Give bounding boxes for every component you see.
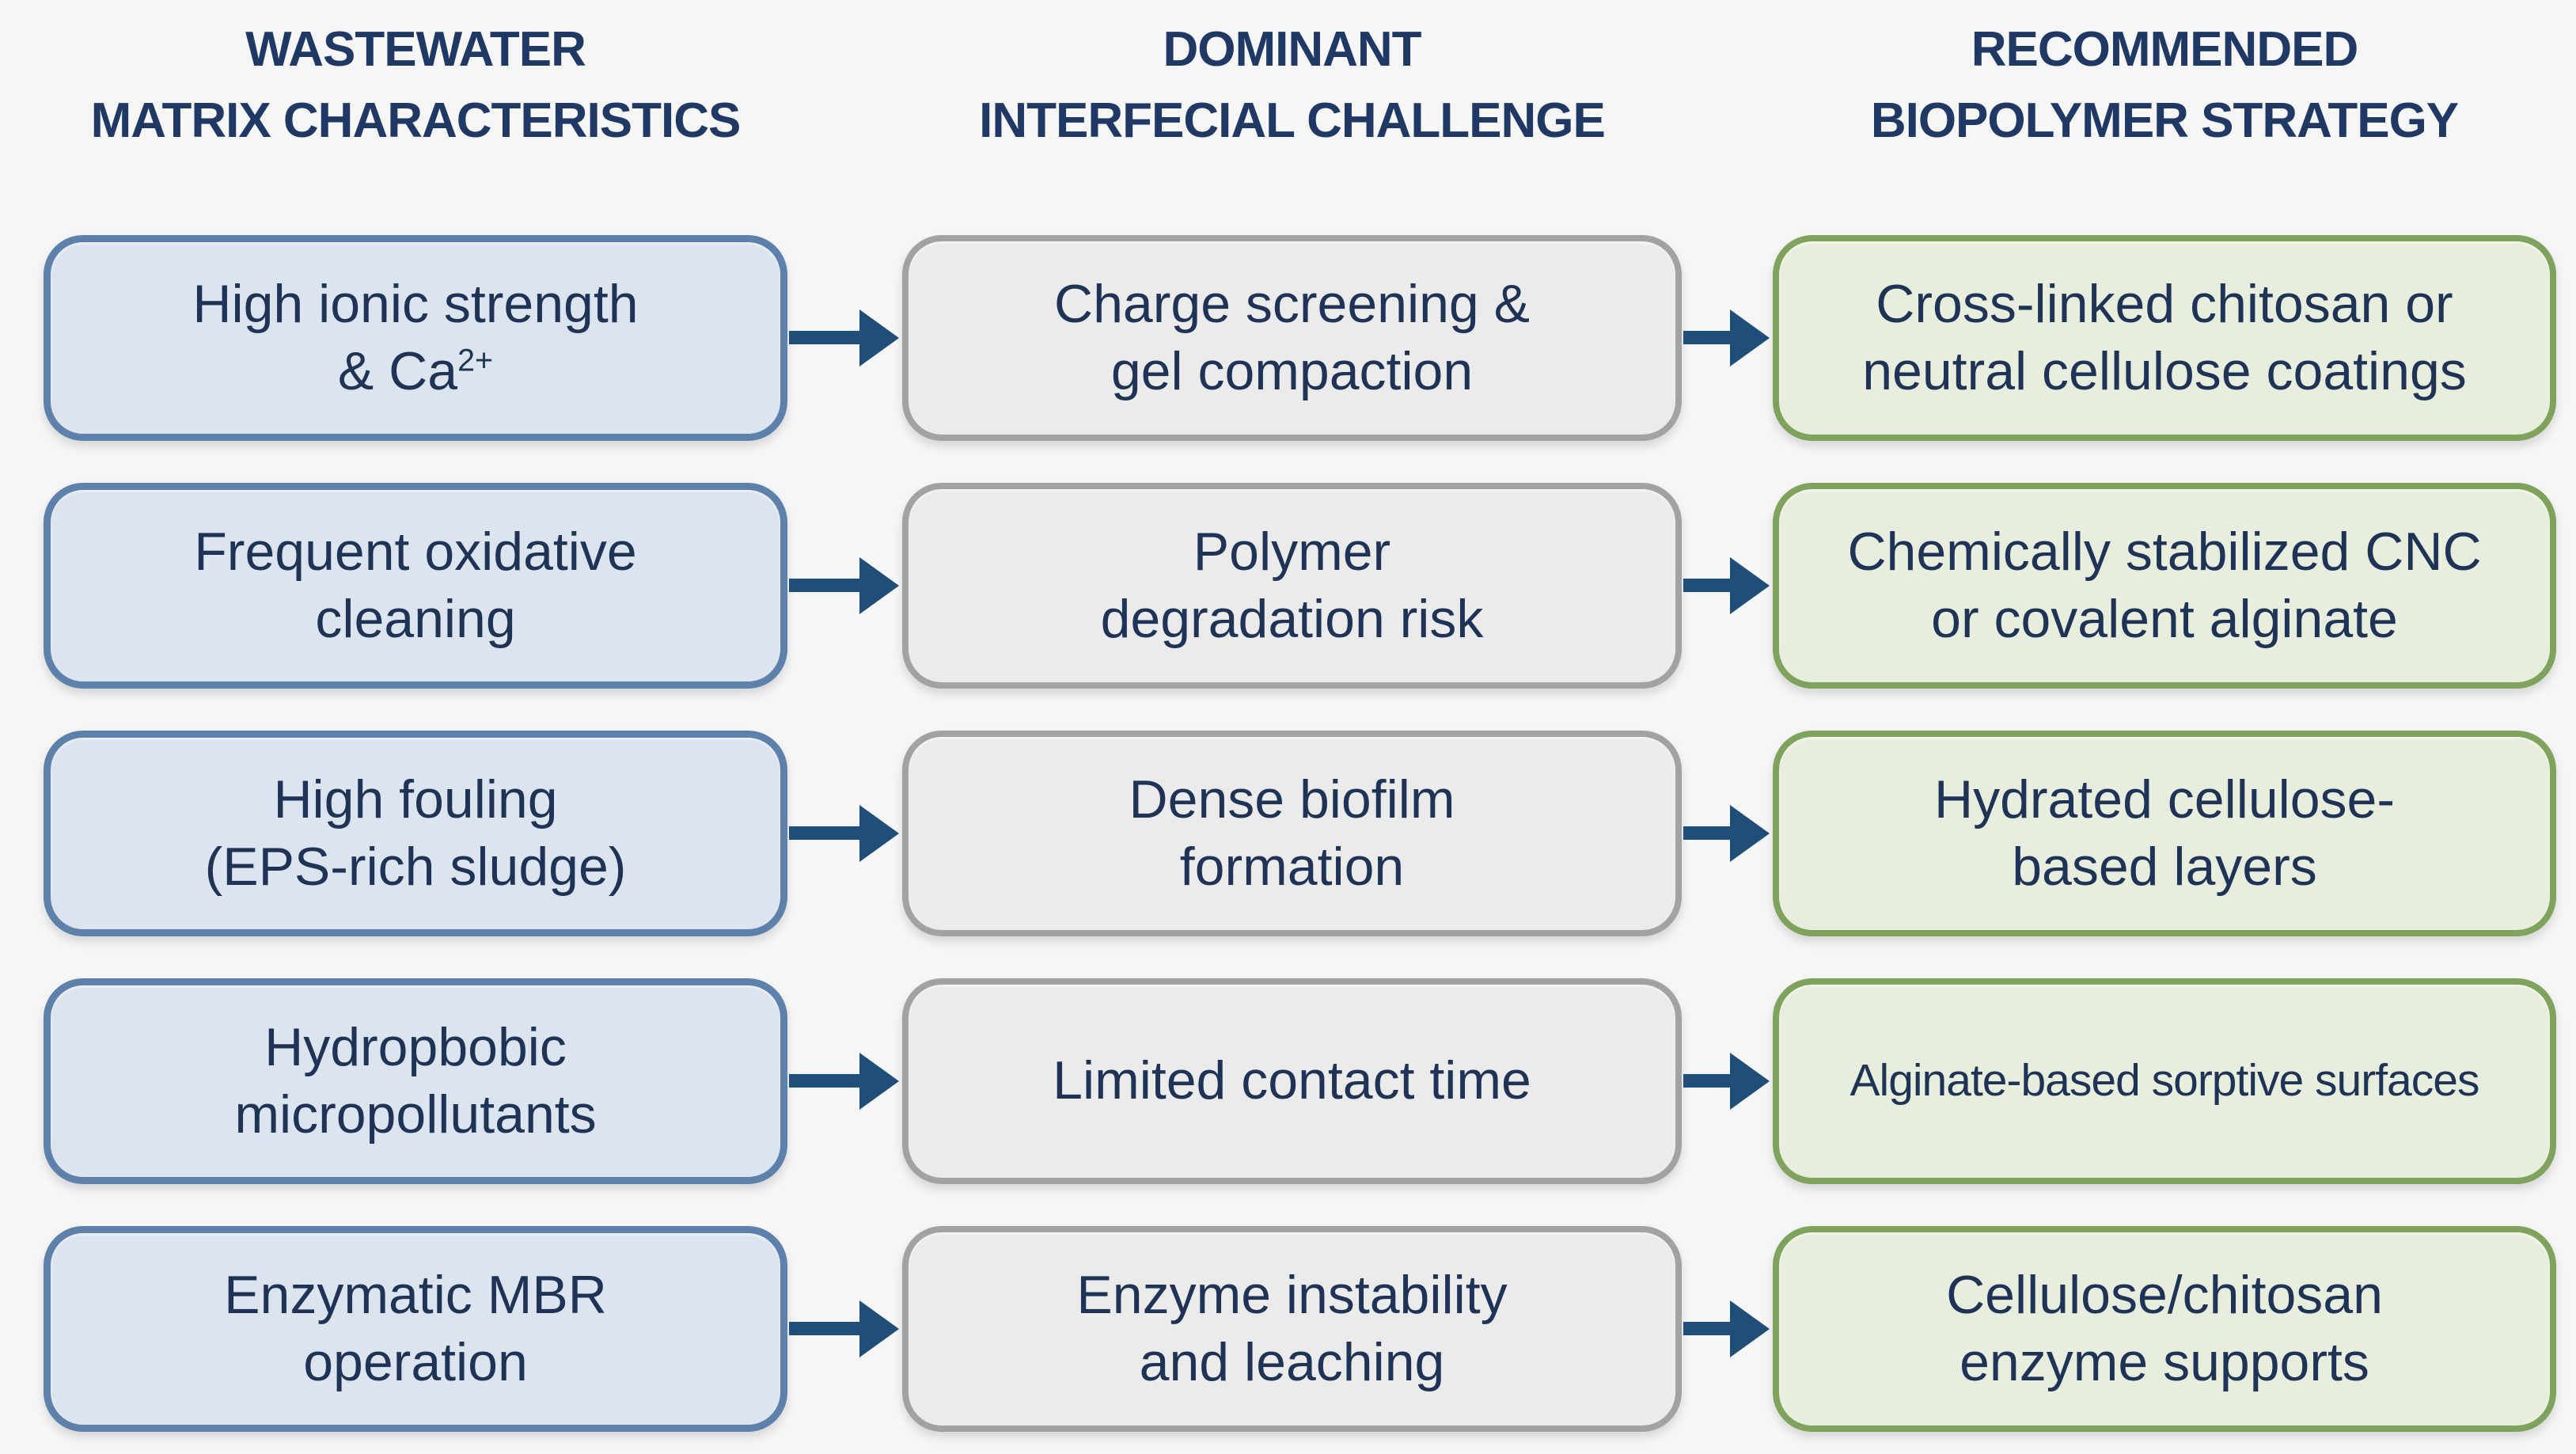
arrow-shaft: [789, 1322, 859, 1335]
box-line: Charge screening &: [1053, 273, 1530, 334]
arrow-shaft: [789, 1074, 859, 1088]
strategy-box-5: Cellulose/chitosan enzyme supports: [1773, 1225, 2556, 1432]
superscript-text: 2+: [457, 342, 494, 378]
box-line: High ionic strength: [192, 273, 639, 334]
arrow-shaft: [1683, 1074, 1730, 1088]
column-header-wastewater-matrix: WASTEWATER MATRIX CHARACTERISTICS: [44, 14, 787, 157]
characteristic-box-5: Enzymatic MBR operation: [44, 1225, 787, 1432]
arrow-shaft: [789, 579, 859, 592]
arrow-head: [859, 309, 899, 366]
box-line: Enzyme instability: [1076, 1264, 1508, 1325]
strategy-box-2: Chemically stabilized CNC or covalent al…: [1773, 482, 2556, 689]
characteristic-box-1: High ionic strength & Ca2+: [44, 234, 787, 441]
arrow-head: [1730, 1300, 1770, 1357]
strategy-box-4: Alginate-based sorptive surfaces: [1773, 978, 2556, 1184]
arrow-shaft: [789, 826, 859, 840]
arrow-right-icon: [787, 1052, 902, 1110]
box-line: Polymer: [1193, 521, 1391, 582]
challenge-box-5: Enzyme instability and leaching: [902, 1225, 1682, 1432]
arrow-shaft: [789, 331, 859, 344]
arrow-head: [1730, 804, 1770, 862]
box-line: Alginate-based sorptive surfaces: [1849, 1054, 2480, 1106]
box-line: Chemically stabilized CNC: [1847, 521, 2482, 582]
arrow-shaft: [1683, 579, 1730, 592]
challenge-box-1: Charge screening & gel compaction: [902, 234, 1682, 441]
arrow-right-icon: [1682, 1300, 1773, 1357]
box-line: formation: [1179, 836, 1405, 897]
arrow-shaft: [1683, 826, 1730, 840]
box-line-text: & Ca: [337, 340, 458, 401]
arrow-right-icon: [787, 1300, 902, 1357]
header-row: WASTEWATER MATRIX CHARACTERISTICS DOMINA…: [44, 0, 2556, 214]
characteristic-box-2: Frequent oxidative cleaning: [44, 482, 787, 689]
arrow-head: [859, 804, 899, 862]
box-line: based layers: [2012, 836, 2317, 897]
arrow-right-icon: [787, 309, 902, 366]
box-line: Cross-linked chitosan or: [1876, 273, 2453, 334]
box-line: Hydropbobic: [264, 1016, 567, 1077]
diagram-row-2: Frequent oxidative cleaning Polymer degr…: [44, 461, 2556, 709]
challenge-box-3: Dense biofilm formation: [902, 730, 1682, 936]
diagram-row-3: High fouling (EPS-rich sludge) Dense bio…: [44, 709, 2556, 957]
strategy-box-1: Cross-linked chitosan or neutral cellulo…: [1773, 234, 2556, 441]
arrow-right-icon: [787, 556, 902, 614]
characteristic-box-3: High fouling (EPS-rich sludge): [44, 730, 787, 936]
diagram-row-4: Hydropbobic micropollutants Limited cont…: [44, 957, 2556, 1205]
arrow-right-icon: [1682, 556, 1773, 614]
characteristic-box-4: Hydropbobic micropollutants: [44, 978, 787, 1184]
column-header-dominant-challenge: DOMINANT INTERFECIAL CHALLENGE: [902, 14, 1682, 157]
arrow-right-icon: [1682, 804, 1773, 862]
arrow-head: [859, 556, 899, 614]
box-line: micropollutants: [234, 1084, 597, 1145]
box-line: Cellulose/chitosan: [1946, 1264, 2383, 1325]
box-line: operation: [303, 1331, 528, 1392]
box-line: Hydrated cellulose-: [1933, 769, 2396, 830]
box-line: or covalent alginate: [1931, 588, 2398, 649]
arrow-right-icon: [1682, 309, 1773, 366]
box-line: Enzymatic MBR: [224, 1264, 607, 1325]
box-line: gel compaction: [1110, 340, 1474, 401]
arrow-head: [1730, 556, 1770, 614]
box-line: cleaning: [315, 588, 516, 649]
challenge-box-2: Polymer degradation risk: [902, 482, 1682, 689]
header-line: DOMINANT: [1163, 22, 1421, 77]
box-line: & Ca2+: [338, 338, 493, 405]
arrow-shaft: [1683, 331, 1730, 344]
diagram-row-1: High ionic strength & Ca2+ Charge screen…: [44, 214, 2556, 461]
strategy-box-3: Hydrated cellulose- based layers: [1773, 730, 2556, 936]
arrow-shaft: [1683, 1322, 1730, 1335]
box-line: neutral cellulose coatings: [1862, 340, 2467, 401]
arrow-head: [1730, 309, 1770, 366]
diagram-row-5: Enzymatic MBR operation Enzyme instabili…: [44, 1205, 2556, 1452]
header-line: MATRIX CHARACTERISTICS: [90, 93, 742, 148]
box-line: (EPS-rich sludge): [204, 836, 627, 897]
box-line: Dense biofilm: [1129, 769, 1455, 830]
header-line: BIOPOLYMER STRATEGY: [1870, 93, 2459, 148]
box-line: Frequent oxidative: [194, 521, 637, 582]
box-line: and leaching: [1139, 1331, 1445, 1392]
arrow-right-icon: [787, 804, 902, 862]
header-line: RECOMMENDED: [1971, 22, 2358, 77]
header-line: INTERFECIAL CHALLENGE: [979, 93, 1606, 148]
box-line: High fouling: [273, 769, 558, 830]
arrow-head: [1730, 1052, 1770, 1110]
arrow-head: [859, 1052, 899, 1110]
arrow-head: [859, 1300, 899, 1357]
challenge-box-4: Limited contact time: [902, 978, 1682, 1184]
box-line: Limited contact time: [1053, 1050, 1531, 1110]
box-line: degradation risk: [1100, 588, 1484, 649]
box-line: enzyme supports: [1960, 1331, 2369, 1392]
header-line: WASTEWATER: [245, 22, 586, 77]
arrow-right-icon: [1682, 1052, 1773, 1110]
column-header-biopolymer-strategy: RECOMMENDED BIOPOLYMER STRATEGY: [1773, 14, 2556, 157]
